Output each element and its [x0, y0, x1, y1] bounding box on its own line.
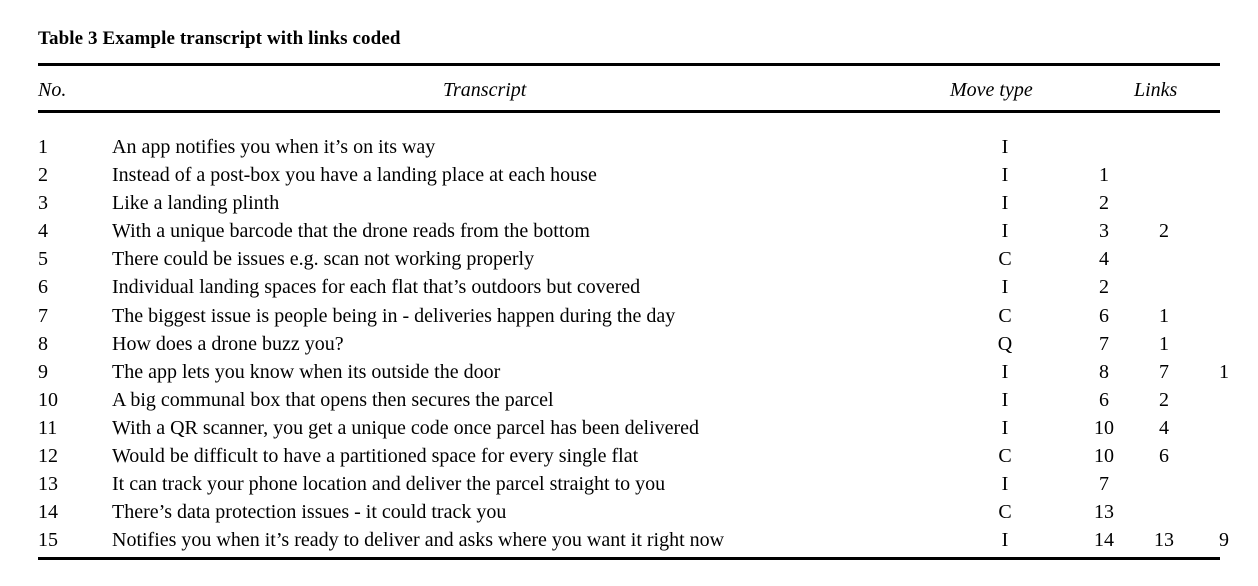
row-link-1: 6 — [1099, 304, 1109, 327]
row-transcript: With a unique barcode that the drone rea… — [112, 220, 590, 243]
row-move-type: I — [1001, 276, 1009, 299]
row-link-2: 2 — [1159, 388, 1169, 411]
row-move-type: Q — [997, 332, 1013, 355]
row-link-1: 13 — [1094, 501, 1114, 524]
row-link-2: 2 — [1159, 220, 1169, 243]
row-number: 5 — [38, 248, 48, 271]
row-link-2: 13 — [1154, 529, 1174, 552]
row-move-type: I — [1001, 388, 1009, 411]
row-transcript: How does a drone buzz you? — [112, 332, 344, 355]
row-transcript: There’s data protection issues - it coul… — [112, 501, 507, 524]
row-link-2: 4 — [1159, 416, 1169, 439]
row-transcript: It can track your phone location and del… — [112, 473, 666, 496]
row-number: 14 — [38, 501, 58, 524]
table-row: 3 Like a landing plinth I 2 — [0, 189, 1258, 217]
table-row: 6 Individual landing spaces for each flat… — [0, 273, 1258, 301]
row-move-type: I — [1001, 416, 1009, 439]
row-transcript: Would be difficult to have a partitioned… — [112, 445, 639, 468]
column-header-transcript: Transcript — [443, 79, 527, 101]
table-body: 1 An app notifies you when it’s on its wa… — [0, 133, 1258, 554]
row-link-1: 3 — [1099, 220, 1109, 243]
table-bottom-rule — [38, 557, 1220, 560]
row-number: 7 — [38, 304, 48, 327]
row-move-type: C — [998, 445, 1012, 468]
row-number: 12 — [38, 445, 58, 468]
row-move-type: I — [1001, 529, 1009, 552]
row-number: 10 — [38, 388, 58, 411]
row-link-1: 2 — [1099, 276, 1109, 299]
table-row: 4 With a unique barcode that the drone re… — [0, 217, 1258, 245]
row-move-type: C — [998, 304, 1012, 327]
row-number: 6 — [38, 276, 48, 299]
table-caption: Table 3 Example transcript with links co… — [38, 28, 401, 49]
table-header-rule — [38, 110, 1220, 113]
row-number: 9 — [38, 360, 48, 383]
table-row: 11 With a QR scanner, you get a unique co… — [0, 414, 1258, 442]
row-move-type: I — [1001, 136, 1009, 158]
table-row: 14 There’s data protection issues - it co… — [0, 498, 1258, 526]
row-transcript: Notifies you when it’s ready to deliver … — [112, 529, 725, 552]
table-row: 13 It can track your phone location and d… — [0, 470, 1258, 498]
row-link-1: 10 — [1094, 416, 1114, 439]
row-link-1: 1 — [1099, 164, 1109, 187]
column-header-links: Links — [1134, 79, 1178, 101]
row-link-3: 9 — [1219, 529, 1229, 552]
row-number: 8 — [38, 332, 48, 355]
row-number: 4 — [38, 220, 48, 243]
row-link-1: 4 — [1099, 248, 1109, 271]
row-number: 15 — [38, 529, 58, 552]
column-header-no: No. — [38, 79, 67, 101]
table-row: 7 The biggest issue is people being in - … — [0, 302, 1258, 330]
row-move-type: C — [998, 501, 1012, 524]
table-row: 9 The app lets you know when its outside … — [0, 358, 1258, 386]
row-link-2: 1 — [1159, 304, 1169, 327]
table-row: 15 Notifies you when it’s ready to delive… — [0, 526, 1258, 554]
row-link-2: 6 — [1159, 445, 1169, 468]
row-link-1: 14 — [1094, 529, 1114, 552]
row-move-type: I — [1001, 192, 1009, 215]
row-move-type: C — [998, 248, 1012, 271]
row-transcript: A big communal box that opens then secur… — [112, 388, 554, 411]
table-row: 1 An app notifies you when it’s on its wa… — [0, 133, 1258, 161]
row-link-1: 10 — [1094, 445, 1114, 468]
row-transcript: The app lets you know when its outside t… — [112, 360, 501, 383]
row-link-2: 7 — [1159, 360, 1169, 383]
row-transcript: There could be issues e.g. scan not work… — [112, 248, 535, 271]
row-move-type: I — [1001, 220, 1009, 243]
row-link-2: 1 — [1159, 332, 1169, 355]
row-transcript: The biggest issue is people being in - d… — [112, 304, 676, 327]
row-transcript: An app notifies you when it’s on its way — [112, 136, 436, 158]
table-row: 12 Would be difficult to have a partition… — [0, 442, 1258, 470]
table-row: 2 Instead of a post-box you have a landin… — [0, 161, 1258, 189]
row-transcript: Instead of a post-box you have a landing… — [112, 164, 597, 187]
column-header-move-type: Move type — [950, 79, 1033, 101]
row-link-1: 6 — [1099, 388, 1109, 411]
row-transcript: With a QR scanner, you get a unique code… — [112, 416, 700, 439]
row-number: 11 — [38, 416, 58, 439]
table-row: 10 A big communal box that opens then sec… — [0, 386, 1258, 414]
table-top-rule — [38, 63, 1220, 66]
row-move-type: I — [1001, 360, 1009, 383]
row-transcript: Individual landing spaces for each flat … — [112, 276, 641, 299]
row-number: 3 — [38, 192, 48, 215]
row-link-1: 7 — [1099, 332, 1109, 355]
table-row: 5 There could be issues e.g. scan not wor… — [0, 245, 1258, 273]
row-move-type: I — [1001, 164, 1009, 187]
row-link-1: 7 — [1099, 473, 1109, 496]
row-link-1: 2 — [1099, 192, 1109, 215]
row-move-type: I — [1001, 473, 1009, 496]
row-link-1: 8 — [1099, 360, 1109, 383]
row-number: 13 — [38, 473, 58, 496]
row-transcript: Like a landing plinth — [112, 192, 280, 215]
table-row: 8 How does a drone buzz you? Q 7 1 — [0, 330, 1258, 358]
row-link-3: 1 — [1219, 360, 1229, 383]
row-number: 1 — [38, 136, 48, 158]
row-number: 2 — [38, 164, 48, 187]
